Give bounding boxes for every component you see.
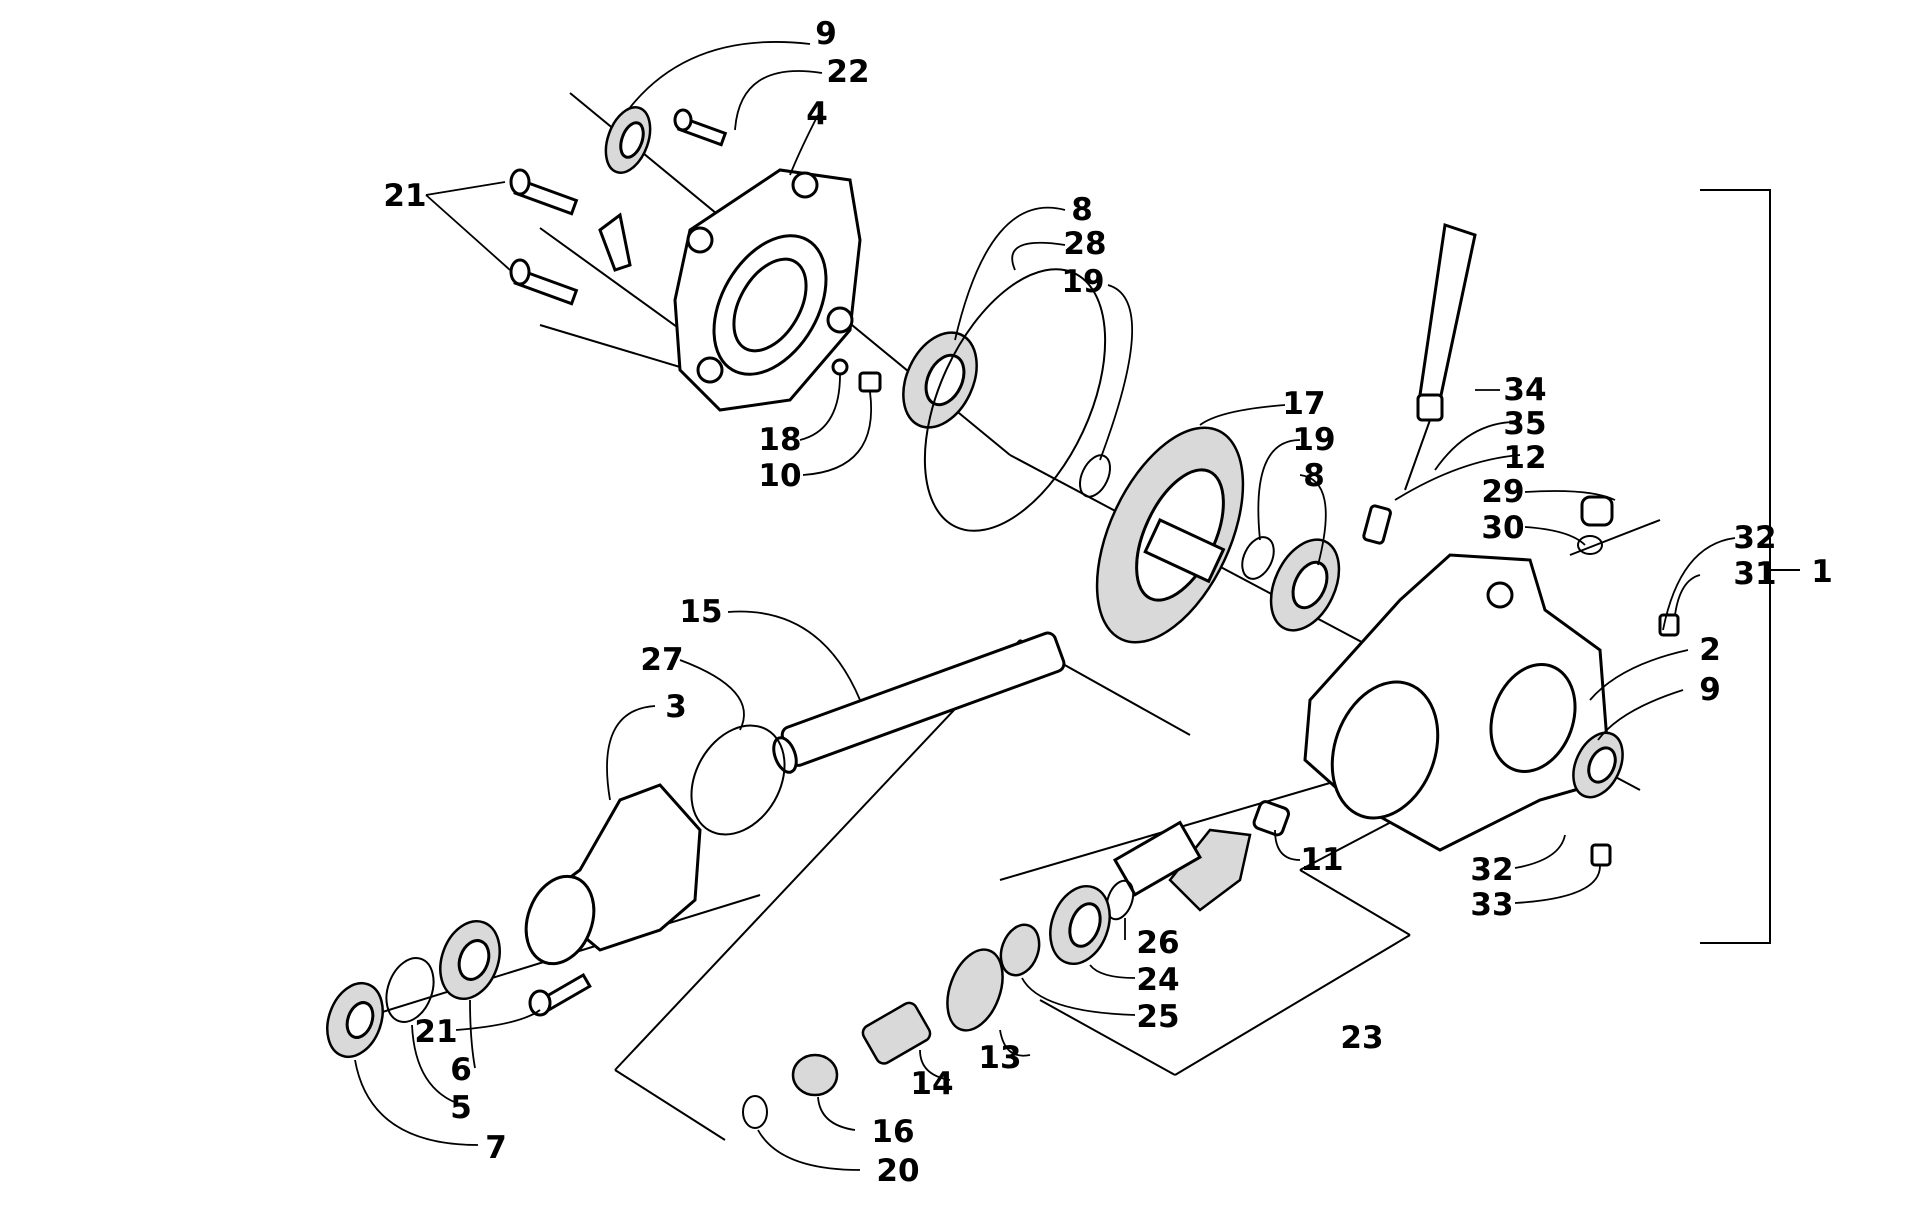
callout-17: 17 [1282,386,1325,422]
callout-6: 6 [450,1052,472,1088]
callout-2: 2 [1699,632,1721,668]
callout-21b: 21 [414,1014,457,1050]
seal-7 [326,981,384,1059]
callout-31: 31 [1733,556,1776,592]
shim-26 [1105,879,1135,921]
callout-10: 10 [758,458,801,494]
callout-9b: 9 [1699,672,1721,708]
callout-24: 24 [1136,962,1179,998]
bearing-24 [1049,884,1111,966]
callout-15: 15 [679,594,722,630]
coupler [861,1001,932,1065]
callout-9a: 9 [815,16,837,52]
callout-16: 16 [871,1114,914,1150]
callout-27: 27 [640,642,683,678]
bolt-31 [1658,613,1680,637]
callout-19b: 19 [1292,422,1335,458]
callout-11: 11 [1300,842,1343,878]
callout-5: 5 [450,1090,472,1126]
leader-lines [354,41,1736,1171]
washer-small [831,358,849,376]
main-housing [1303,553,1612,852]
pinion-assembly-box [614,639,1411,1141]
bearing-right [1269,538,1341,632]
callout-12: 12 [1503,440,1546,476]
callout-32b: 32 [1470,852,1513,888]
callout-14: 14 [910,1066,953,1102]
bearing-left [902,331,978,429]
callout-4: 4 [806,96,828,132]
callout-18: 18 [758,422,801,458]
callout-3: 3 [665,689,687,725]
callout-26: 26 [1136,925,1179,961]
callout-19a: 19 [1061,264,1104,300]
pinion-gear [1112,820,1252,912]
seal-right [1572,731,1624,799]
callout-28: 28 [1063,226,1106,262]
front-housing [524,783,702,966]
callout-23: 23 [1340,1020,1383,1056]
fill-cap [1580,495,1614,527]
bushing [1252,800,1291,837]
bolts [509,108,728,1017]
callout-30: 30 [1481,510,1524,546]
drive-shaft [772,631,1066,774]
callout-8a: 8 [1071,192,1093,228]
fill-o-ring [1577,535,1603,555]
bearing-cup [946,948,1004,1032]
callout-7: 7 [485,1130,507,1166]
callout-22: 22 [826,54,869,90]
callout-8b: 8 [1303,458,1325,494]
drain-plug [858,371,882,393]
bearing-6 [439,919,501,1001]
clip-20 [742,1095,768,1129]
callout-35: 35 [1503,406,1546,442]
o-ring-large [923,268,1107,532]
end-cover-part [673,168,862,412]
callout-25: 25 [1136,999,1179,1035]
callout-32a: 32 [1733,520,1776,556]
o-ring-27 [690,724,786,836]
shim-left [1078,454,1112,498]
snap-ring-5 [385,957,435,1023]
breather-boot [1362,223,1477,545]
callout-29: 29 [1481,474,1524,510]
ring-gear [1095,426,1245,644]
assembly-bracket [1700,189,1800,944]
collar-25 [999,923,1041,977]
bolt-33 [1590,843,1612,867]
callout-13: 13 [978,1040,1021,1076]
shim-right [1241,536,1275,580]
callout-labels: 9 22 4 21 8 28 19 18 10 17 19 8 34 35 12… [383,16,1832,1189]
spring [791,1053,839,1097]
seal-top [604,106,652,174]
callout-34: 34 [1503,372,1546,408]
gasket-tab [598,212,632,272]
callout-1: 1 [1811,554,1833,590]
callout-33: 33 [1470,887,1513,923]
callout-21a: 21 [383,178,426,214]
callout-20: 20 [876,1153,919,1189]
